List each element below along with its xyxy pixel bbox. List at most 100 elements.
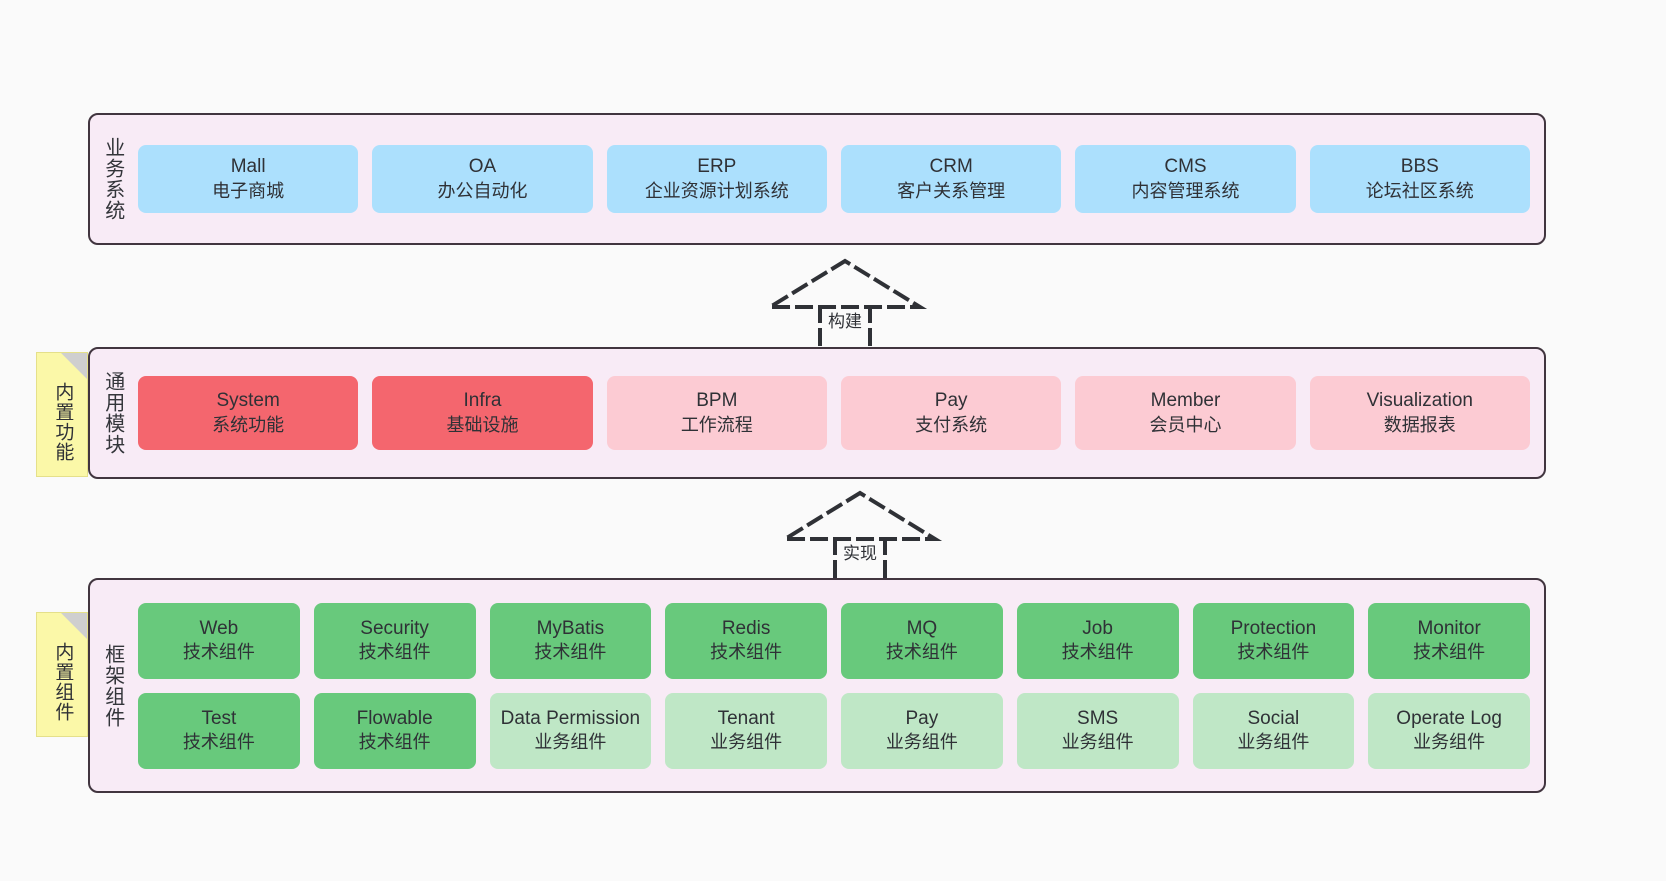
node-subtitle: 技术组件 bbox=[358, 642, 431, 663]
framework-biz-row: Test 技术组件 Flowable 技术组件 Data Permission … bbox=[138, 692, 1530, 769]
node-data-permission[interactable]: Data Permission 业务组件 bbox=[489, 692, 652, 769]
node-operate-log[interactable]: Operate Log 业务组件 bbox=[1368, 692, 1530, 769]
node-social[interactable]: Social 业务组件 bbox=[1192, 692, 1355, 769]
node-title: Web bbox=[199, 617, 239, 639]
connector-label: 构建 bbox=[828, 312, 862, 331]
layer-body-common-modules: System 系统功能 Infra 基础设施 BPM 工作流程 Pay 支付系统… bbox=[134, 349, 1544, 477]
node-subtitle: 业务组件 bbox=[1413, 732, 1486, 753]
node-title: ERP bbox=[697, 156, 737, 178]
layer-common-modules: 通用模块 System 系统功能 Infra 基础设施 BPM 工作流程 Pay… bbox=[88, 347, 1546, 479]
common-modules-row: System 系统功能 Infra 基础设施 BPM 工作流程 Pay 支付系统… bbox=[138, 376, 1530, 450]
node-sms[interactable]: SMS 业务组件 bbox=[1016, 692, 1179, 769]
business-systems-row: Mall 电子商城 OA 办公自动化 ERP 企业资源计划系统 CRM 客户关系… bbox=[138, 145, 1530, 213]
node-member[interactable]: Member 会员中心 bbox=[1075, 376, 1296, 450]
node-mq[interactable]: MQ 技术组件 bbox=[841, 602, 1003, 679]
node-subtitle: 技术组件 bbox=[358, 732, 431, 753]
node-bpm[interactable]: BPM 工作流程 bbox=[606, 376, 827, 450]
node-erp[interactable]: ERP 企业资源计划系统 bbox=[606, 145, 827, 213]
sticky-note-builtin-features: 内置功能 bbox=[36, 352, 88, 477]
connector-build-arrow: 构建 bbox=[760, 255, 930, 357]
node-subtitle: 技术组件 bbox=[1061, 642, 1134, 663]
node-web[interactable]: Web 技术组件 bbox=[138, 602, 300, 679]
layer-business-systems: 业务系统 Mall 电子商城 OA 办公自动化 ERP 企业资源计划系统 CRM… bbox=[88, 113, 1546, 245]
node-title: Infra bbox=[463, 390, 502, 412]
node-mybatis[interactable]: MyBatis 技术组件 bbox=[489, 602, 652, 679]
layer-label-business-systems: 业务系统 bbox=[101, 137, 124, 221]
node-title: Mall bbox=[230, 156, 266, 178]
connector-label: 实现 bbox=[843, 544, 877, 563]
node-title: Test bbox=[201, 707, 237, 729]
sticky-note-label: 内置功能 bbox=[52, 381, 74, 462]
node-title: System bbox=[216, 390, 280, 412]
node-infra[interactable]: Infra 基础设施 bbox=[372, 376, 593, 450]
framework-tech-row: Web 技术组件 Security 技术组件 MyBatis 技术组件 Redi… bbox=[138, 602, 1530, 679]
node-title: OA bbox=[468, 156, 497, 178]
layer-label-common-modules: 通用模块 bbox=[101, 371, 124, 455]
node-subtitle: 论坛社区系统 bbox=[1365, 180, 1474, 201]
node-title: MQ bbox=[906, 617, 938, 639]
node-subtitle: 技术组件 bbox=[534, 642, 607, 663]
node-title: Flowable bbox=[356, 707, 433, 729]
node-tenant[interactable]: Tenant 业务组件 bbox=[665, 692, 827, 769]
connector-realize-arrow: 实现 bbox=[775, 487, 945, 589]
node-subtitle: 支付系统 bbox=[915, 414, 988, 435]
sticky-note-label: 内置组件 bbox=[52, 641, 74, 722]
node-job[interactable]: Job 技术组件 bbox=[1016, 602, 1179, 679]
node-subtitle: 基础设施 bbox=[446, 414, 519, 435]
node-title: Social bbox=[1247, 707, 1300, 729]
node-pay[interactable]: Pay 支付系统 bbox=[840, 376, 1062, 450]
node-title: BBS bbox=[1400, 156, 1439, 178]
sticky-note-builtin-components: 内置组件 bbox=[36, 612, 88, 737]
hollow-triangle-head-icon bbox=[777, 490, 943, 541]
node-security[interactable]: Security 技术组件 bbox=[313, 602, 476, 679]
node-subtitle: 企业资源计划系统 bbox=[644, 180, 789, 201]
node-bbs[interactable]: BBS 论坛社区系统 bbox=[1309, 145, 1530, 213]
node-subtitle: 内容管理系统 bbox=[1131, 180, 1240, 201]
node-title: CRM bbox=[929, 156, 973, 178]
node-subtitle: 办公自动化 bbox=[437, 180, 528, 201]
node-title: BPM bbox=[696, 390, 738, 412]
node-title: Security bbox=[360, 617, 429, 639]
node-title: Pay bbox=[905, 707, 939, 729]
node-pay-component[interactable]: Pay 业务组件 bbox=[841, 692, 1003, 769]
node-subtitle: 客户关系管理 bbox=[897, 180, 1006, 201]
node-subtitle: 业务组件 bbox=[710, 732, 783, 753]
node-system[interactable]: System 系统功能 bbox=[138, 376, 359, 450]
node-title: MyBatis bbox=[536, 617, 605, 639]
node-oa[interactable]: OA 办公自动化 bbox=[372, 145, 593, 213]
node-subtitle: 数据报表 bbox=[1383, 414, 1456, 435]
node-title: Tenant bbox=[717, 707, 775, 729]
hollow-triangle-head-icon bbox=[762, 258, 928, 309]
node-title: Visualization bbox=[1366, 390, 1473, 412]
node-title: Job bbox=[1082, 617, 1113, 639]
node-title: Data Permission bbox=[500, 707, 641, 729]
node-redis[interactable]: Redis 技术组件 bbox=[665, 602, 827, 679]
node-monitor[interactable]: Monitor 技术组件 bbox=[1368, 602, 1530, 679]
node-subtitle: 电子商城 bbox=[212, 180, 285, 201]
node-subtitle: 业务组件 bbox=[1237, 732, 1310, 753]
node-cms[interactable]: CMS 内容管理系统 bbox=[1075, 145, 1296, 213]
node-title: Pay bbox=[934, 390, 968, 412]
node-subtitle: 技术组件 bbox=[885, 642, 958, 663]
node-title: Monitor bbox=[1417, 617, 1481, 639]
node-subtitle: 技术组件 bbox=[1413, 642, 1486, 663]
node-title: Operate Log bbox=[1396, 707, 1502, 729]
node-mall[interactable]: Mall 电子商城 bbox=[138, 145, 359, 213]
node-title: Protection bbox=[1230, 617, 1317, 639]
node-test[interactable]: Test 技术组件 bbox=[138, 692, 300, 769]
node-subtitle: 技术组件 bbox=[182, 732, 255, 753]
node-subtitle: 业务组件 bbox=[1061, 732, 1134, 753]
node-title: Redis bbox=[721, 617, 771, 639]
node-title: CMS bbox=[1164, 156, 1207, 178]
layer-label-framework-components: 框架组件 bbox=[101, 643, 124, 728]
node-subtitle: 会员中心 bbox=[1149, 414, 1222, 435]
node-protection[interactable]: Protection 技术组件 bbox=[1192, 602, 1355, 679]
node-flowable[interactable]: Flowable 技术组件 bbox=[313, 692, 476, 769]
node-subtitle: 系统功能 bbox=[212, 414, 285, 435]
node-crm[interactable]: CRM 客户关系管理 bbox=[840, 145, 1062, 213]
node-visualization[interactable]: Visualization 数据报表 bbox=[1309, 376, 1530, 450]
layer-framework-components: 框架组件 Web 技术组件 Security 技术组件 MyBatis 技术组件… bbox=[88, 578, 1546, 793]
node-subtitle: 业务组件 bbox=[534, 732, 607, 753]
node-subtitle: 业务组件 bbox=[885, 732, 958, 753]
